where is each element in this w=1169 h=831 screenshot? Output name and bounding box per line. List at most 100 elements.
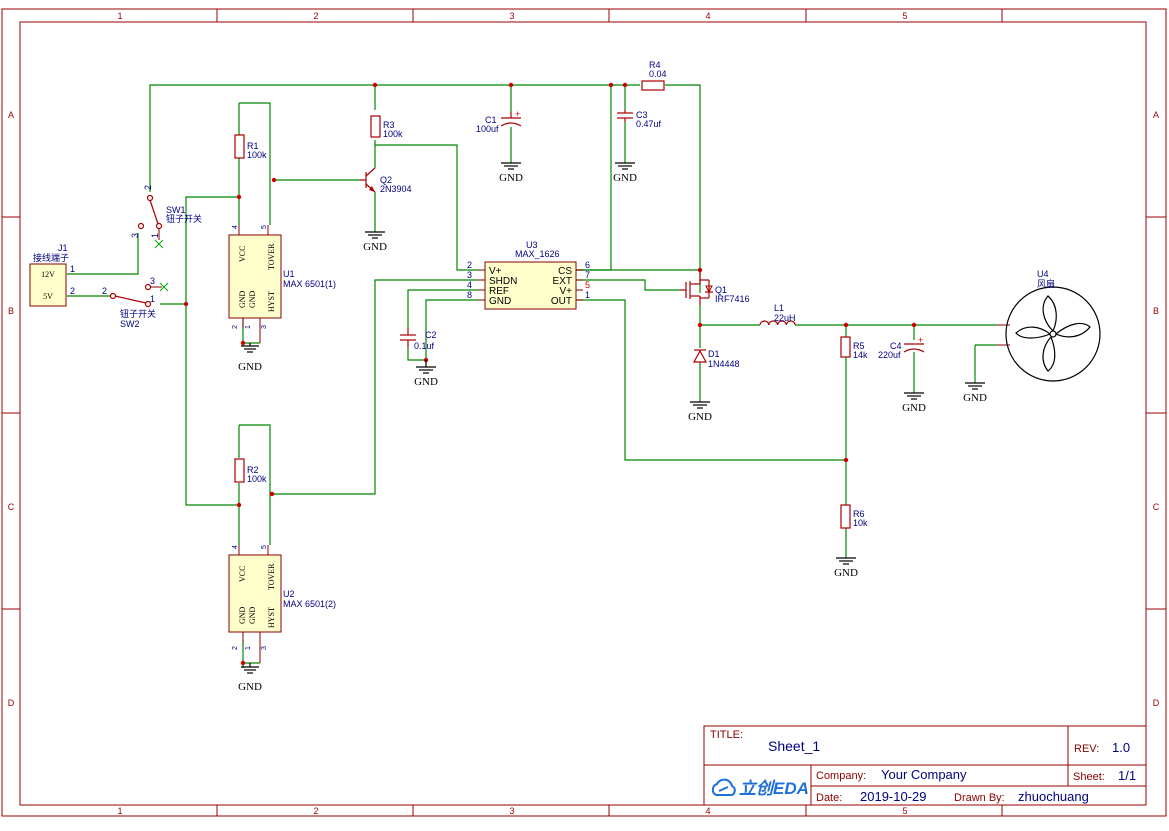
u2-value: MAX 6501(2) xyxy=(283,599,336,609)
u3-name-left-2: REF xyxy=(489,286,509,297)
row-label-c: C xyxy=(8,502,15,512)
u1-pin3: 3 xyxy=(261,325,268,329)
resistor-r5[interactable]: R5 14k xyxy=(840,336,868,360)
c1-ref: C1 xyxy=(485,115,497,125)
l1-value: 22uH xyxy=(774,313,796,323)
q2-ref: Q2 xyxy=(380,175,392,185)
q1-ref: Q1 xyxy=(715,285,727,295)
gnd-d1-label: GND xyxy=(688,411,712,423)
resistor-r6[interactable]: R6 10k xyxy=(840,504,868,529)
j1-pin1-label: 12V xyxy=(41,270,55,279)
col-label-1-bottom: 1 xyxy=(117,806,122,816)
sheet-title: Sheet_1 xyxy=(768,738,820,754)
u3-value: MAX_1626 xyxy=(515,249,560,259)
gnd-fan: GND xyxy=(963,382,987,404)
u3-name-right-1: EXT xyxy=(553,276,572,287)
capacitor-c1[interactable]: + C1 100uf xyxy=(476,109,522,134)
u2-vcc: VCC xyxy=(238,566,247,582)
gnd-u1: GND xyxy=(238,343,262,373)
u3-pin-left-2: 4 xyxy=(467,280,472,290)
col-label-3-bottom: 3 xyxy=(509,806,514,816)
title-label: TITLE: xyxy=(710,729,743,741)
resistor-r2[interactable]: R2 100k xyxy=(234,458,267,484)
resistor-r4[interactable]: R4 0.04 xyxy=(641,60,667,91)
gnd-c2: GND xyxy=(414,360,438,388)
rev-value: 1.0 xyxy=(1112,740,1130,755)
logo-text: 立创EDA xyxy=(739,779,809,798)
c3-value: 0.47uf xyxy=(636,119,662,129)
r4-ref: R4 xyxy=(649,60,661,70)
gnd-r6-label: GND xyxy=(834,567,858,579)
u3-pin-right-3: 1 xyxy=(585,290,590,300)
sheet-frame: 1 2 3 4 5 1 2 3 4 5 A B C D A B C D xyxy=(1,8,1167,817)
sw2-ref: SW2 xyxy=(120,319,140,329)
u3-pin-right-0: 6 xyxy=(585,260,590,270)
svg-text:+: + xyxy=(515,109,520,119)
connector-j1[interactable]: 12V 5V J1 接线端子 1 2 xyxy=(29,243,75,307)
resistor-r3[interactable]: R3 100k xyxy=(370,115,403,139)
d1-value: 1N4448 xyxy=(708,359,740,369)
switch-sw1[interactable]: 2 3 1 SW1 钮子开关 xyxy=(130,185,202,249)
date-label: Date: xyxy=(816,792,842,804)
r2-ref: R2 xyxy=(247,465,259,475)
u3-pin-left-0: 2 xyxy=(467,260,472,270)
col-label-3: 3 xyxy=(509,11,514,21)
transistor-q1[interactable]: Q1 IRF7416 xyxy=(680,270,750,305)
u1-vcc: VCC xyxy=(238,246,247,262)
u2-gnd-a: GND xyxy=(238,606,247,624)
u3-pin-right-2: 5 xyxy=(585,280,590,290)
ic-u2[interactable]: VCC TOVER GND GND HYST 4 5 2 1 3 U2 MAX … xyxy=(228,545,336,663)
sw1-pin1: 1 xyxy=(150,233,160,238)
u1-pin4: 4 xyxy=(232,225,239,229)
diode-d1[interactable]: D1 1N4448 xyxy=(692,349,740,369)
r6-value: 10k xyxy=(853,518,868,528)
sw2-name: 钮子开关 xyxy=(120,308,156,319)
ic-u3[interactable]: U3 MAX_1626 2 3 4 8 V+ SHDN REF GND 6 7 … xyxy=(467,240,590,310)
inductor-l1[interactable]: L1 22uH xyxy=(759,303,796,326)
capacitor-c4[interactable]: + C4 220uf xyxy=(878,335,925,360)
c2-ref: C2 xyxy=(425,330,437,340)
gnd-c1: GND xyxy=(499,162,523,184)
r5-value: 14k xyxy=(853,350,868,360)
transistor-q2[interactable]: Q2 2N3904 xyxy=(360,167,412,194)
resistor-r1[interactable]: R1 100k xyxy=(234,134,267,160)
capacitor-c3[interactable]: C3 0.47uf xyxy=(617,110,662,129)
date-value: 2019-10-29 xyxy=(860,789,927,804)
col-label-5-bottom: 5 xyxy=(902,806,907,816)
u2-ref: U2 xyxy=(283,589,295,599)
gnd-q2: GND xyxy=(363,231,387,253)
u3-pin-left-1: 3 xyxy=(467,270,472,280)
drawn-value: zhuochuang xyxy=(1018,789,1089,804)
col-label-2: 2 xyxy=(313,11,318,21)
q2-value: 2N3904 xyxy=(380,184,412,194)
u1-gnd-b: GND xyxy=(248,290,257,308)
r5-ref: R5 xyxy=(853,341,865,351)
col-label-4: 4 xyxy=(705,11,710,21)
u3-pin-left-3: 8 xyxy=(467,290,472,300)
sw1-pin2: 2 xyxy=(143,185,153,190)
gnd-c3: GND xyxy=(613,162,637,184)
gnd-c4-label: GND xyxy=(902,402,926,414)
fan-u4[interactable]: U4 风扇 xyxy=(997,269,1101,382)
ic-u1[interactable]: VCC TOVER GND GND HYST 4 5 2 1 3 U1 MAX … xyxy=(228,225,336,343)
r4-value: 0.04 xyxy=(649,69,667,79)
u3-name-left-3: GND xyxy=(489,296,511,307)
gnd-q2-label: GND xyxy=(363,241,387,253)
row-label-a-right: A xyxy=(1153,110,1159,120)
c3-ref: C3 xyxy=(636,110,648,120)
col-label-4-bottom: 4 xyxy=(705,806,710,816)
switch-sw2[interactable]: 2 3 1 钮子开关 SW2 xyxy=(102,276,169,329)
row-label-d: D xyxy=(8,698,15,708)
u4-ref: U4 xyxy=(1037,269,1049,279)
row-label-a: A xyxy=(8,110,14,120)
u1-ref: U1 xyxy=(283,269,295,279)
u2-pin2: 2 xyxy=(232,646,239,650)
u2-pin1: 1 xyxy=(245,646,252,650)
capacitor-c2[interactable]: C2 0.1uf xyxy=(400,328,437,351)
col-label-2-bottom: 2 xyxy=(313,806,318,816)
q1-value: IRF7416 xyxy=(715,294,750,304)
title-block: TITLE: Sheet_1 REV: 1.0 Company: Your Co… xyxy=(703,725,1147,806)
j1-pin2-label: 5V xyxy=(43,292,53,301)
